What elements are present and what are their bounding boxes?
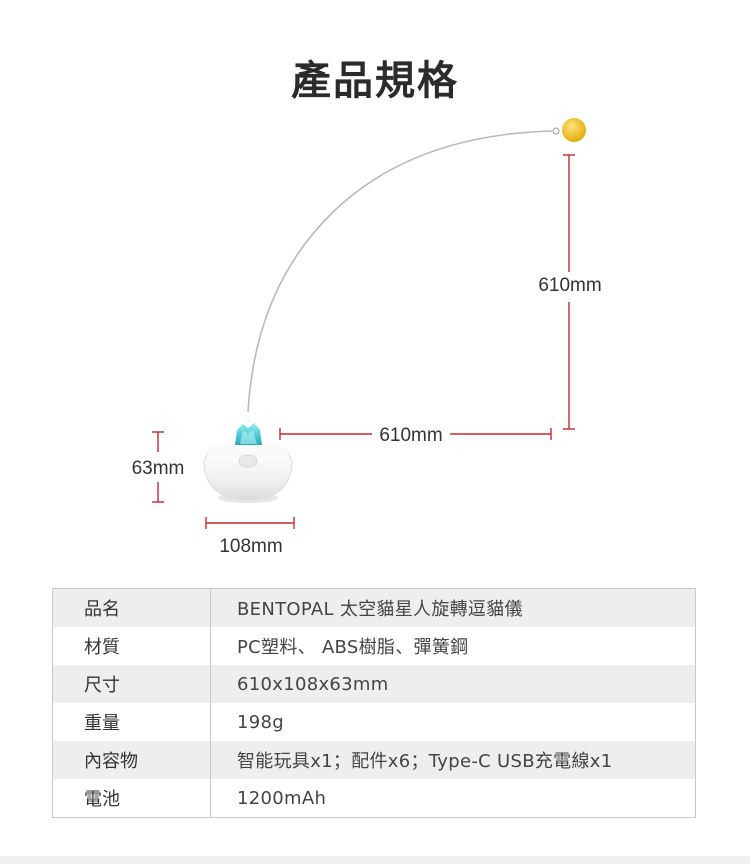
spec-value: BENTOPAL 太空貓星人旋轉逗貓儀	[210, 588, 696, 627]
table-row: 品名 BENTOPAL 太空貓星人旋轉逗貓儀	[52, 588, 696, 627]
base-width-label: 108mm	[219, 536, 282, 557]
spec-value: 1200mAh	[210, 779, 696, 818]
bottom-divider	[0, 856, 750, 864]
table-row: 材質 PC塑料、 ABS樹脂、彈簧鋼	[52, 627, 696, 665]
reach-label: 610mm	[379, 425, 442, 446]
table-row: 電池 1200mAh	[52, 779, 696, 818]
base-width-dimension-line	[205, 517, 295, 529]
base-height-label: 63mm	[132, 458, 185, 479]
spec-key: 電池	[52, 779, 211, 818]
spec-value: 198g	[210, 703, 696, 741]
spec-key: 尺寸	[52, 665, 211, 703]
spring-wire	[247, 130, 553, 413]
height-dimension-line	[563, 154, 575, 430]
wire-ring	[552, 127, 560, 135]
spec-key: 內容物	[52, 741, 211, 779]
spec-key: 重量	[52, 703, 211, 741]
table-row: 重量 198g	[52, 703, 696, 741]
spec-key: 品名	[52, 588, 211, 627]
product-dimension-diagram: 610mm 610mm 63mm 108mm	[132, 118, 602, 557]
spec-value: 610x108x63mm	[210, 665, 696, 703]
table-row: 尺寸 610x108x63mm	[52, 665, 696, 703]
spec-key: 材質	[52, 627, 211, 665]
spec-value: 智能玩具x1；配件x6；Type-C USB充電線x1	[210, 741, 696, 779]
spec-table: 品名 BENTOPAL 太空貓星人旋轉逗貓儀 材質 PC塑料、 ABS樹脂、彈簧…	[52, 588, 696, 818]
height-label: 610mm	[538, 275, 601, 296]
page-title: 產品規格	[291, 58, 459, 104]
spec-value: PC塑料、 ABS樹脂、彈簧鋼	[210, 627, 696, 665]
toy-ball	[562, 118, 586, 142]
table-row: 內容物 智能玩具x1；配件x6；Type-C USB充電線x1	[52, 741, 696, 779]
base-height-dimension-line	[152, 431, 164, 503]
toy-base	[203, 442, 293, 503]
crystal-top	[235, 423, 262, 445]
reach-dimension-line	[279, 428, 552, 440]
